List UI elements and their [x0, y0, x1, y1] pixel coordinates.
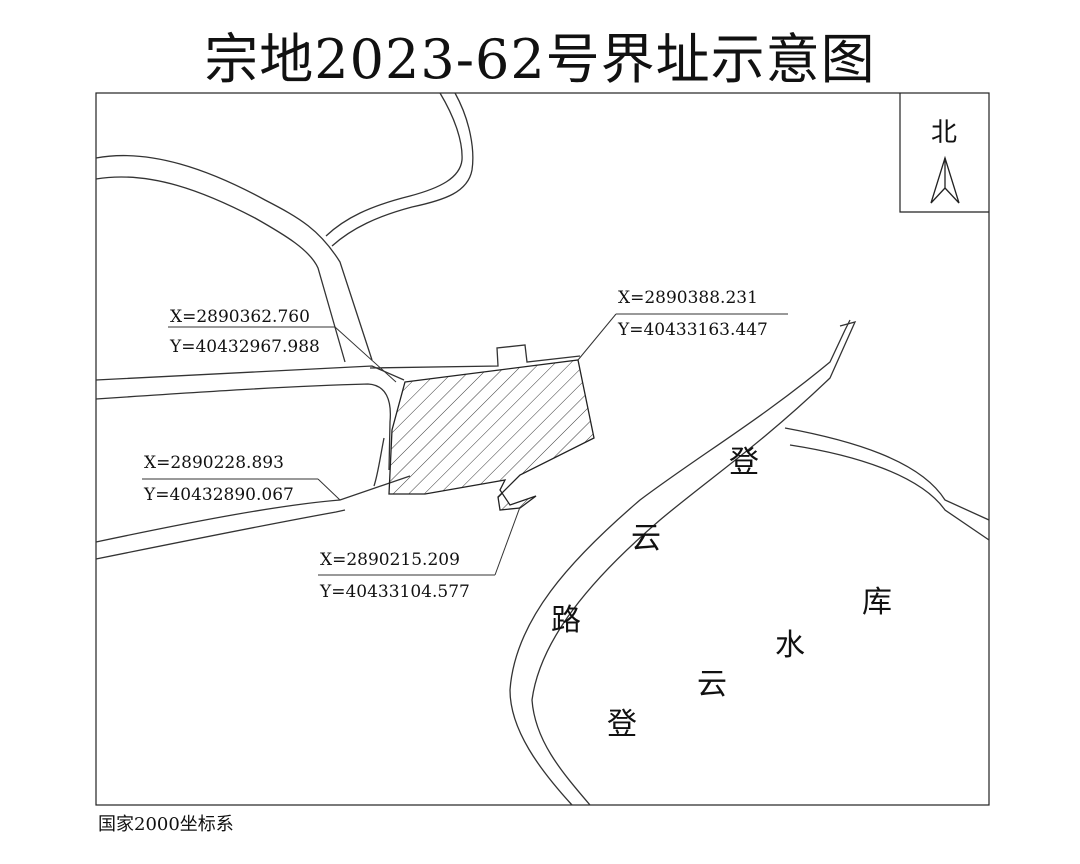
road-label-char-3: 路 — [551, 603, 581, 638]
road-network — [95, 92, 581, 560]
coord-3-y: Y=40432890.067 — [143, 485, 294, 505]
road-label-char-2: 云 — [631, 521, 661, 556]
north-arrow: 北 — [899, 93, 989, 213]
parcel-2023-62 — [388, 359, 595, 511]
coord-1-y: Y=40432967.988 — [169, 337, 320, 357]
reservoir-label-char-4: 库 — [862, 585, 892, 620]
map-title: 宗地2023-62号界址示意图 — [204, 28, 876, 91]
map-frame — [95, 92, 990, 806]
reservoir-label-char-1: 登 — [607, 707, 637, 742]
coord-1-x: X=2890362.760 — [170, 307, 310, 327]
coord-4-x: X=2890215.209 — [320, 550, 460, 570]
coord-2-y: Y=40433163.447 — [617, 320, 768, 340]
coordinate-system-note: 国家2000坐标系 — [98, 814, 234, 835]
dengyun-road — [509, 319, 990, 806]
reservoir-label-char-3: 水 — [775, 628, 805, 663]
road-label-char-1: 登 — [729, 445, 759, 480]
coord-4-y: Y=40433104.577 — [319, 582, 470, 602]
leader-lines — [142, 313, 788, 576]
reservoir-label-char-2: 云 — [697, 667, 727, 702]
coord-3-x: X=2890228.893 — [144, 453, 284, 473]
north-label: 北 — [931, 118, 957, 148]
coord-2-x: X=2890388.231 — [618, 288, 758, 308]
